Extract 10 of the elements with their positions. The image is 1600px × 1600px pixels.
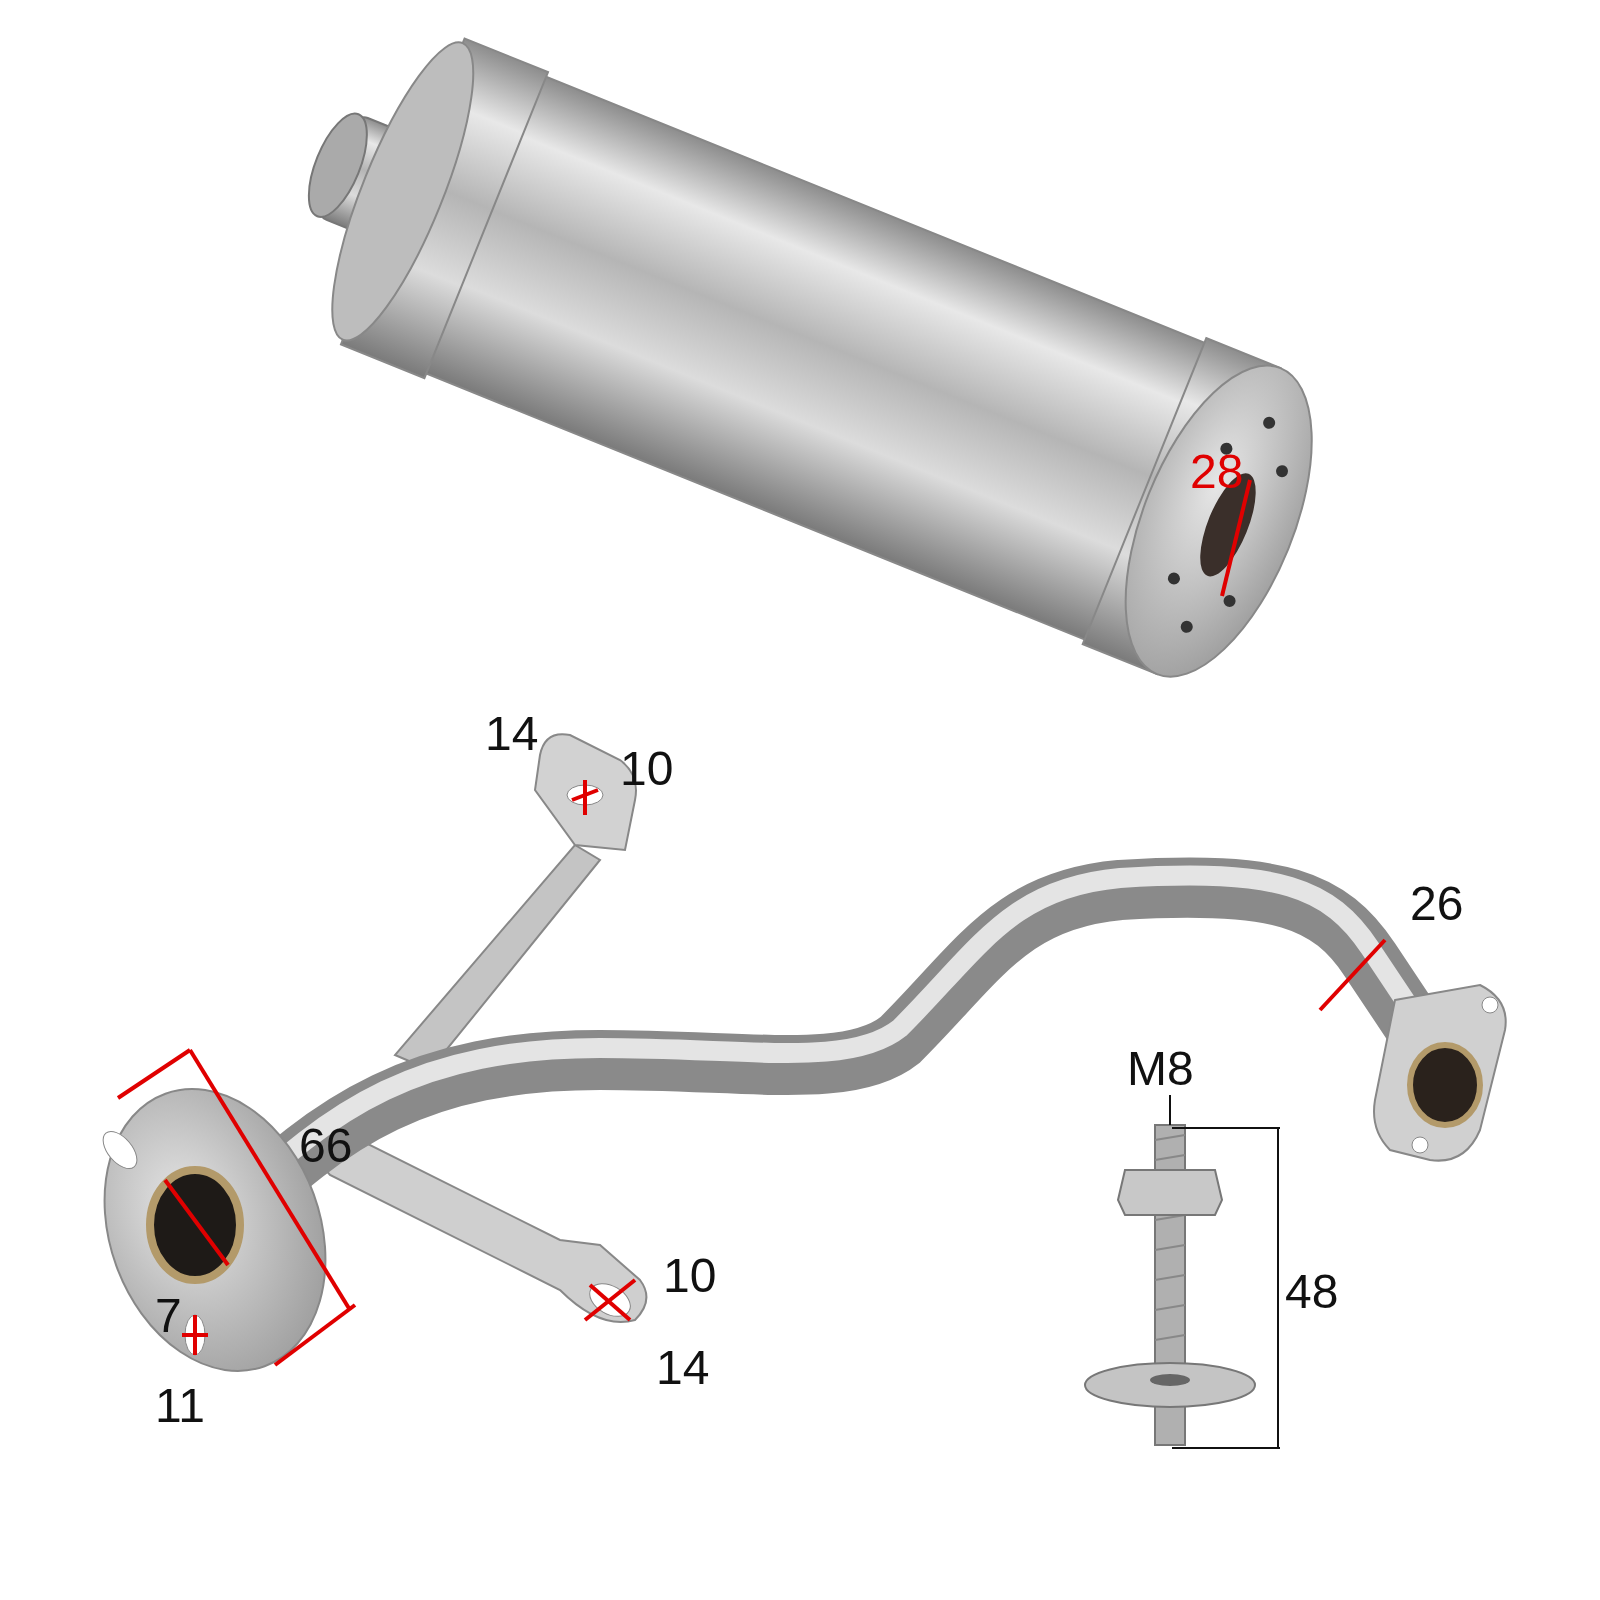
dimension-label: 10 xyxy=(620,745,674,793)
dimension-label: 26 xyxy=(1410,880,1464,928)
dimension-label: 14 xyxy=(656,1344,710,1392)
dimension-label: 14 xyxy=(485,710,539,758)
dimension-label: 28 xyxy=(1190,448,1244,496)
dimension-label: 48 xyxy=(1285,1268,1339,1316)
dimension-label: 10 xyxy=(663,1252,717,1300)
dimension-label: M8 xyxy=(1127,1045,1194,1093)
dimension-label: 11 xyxy=(155,1382,205,1430)
dimension-label: 7 xyxy=(155,1292,182,1340)
